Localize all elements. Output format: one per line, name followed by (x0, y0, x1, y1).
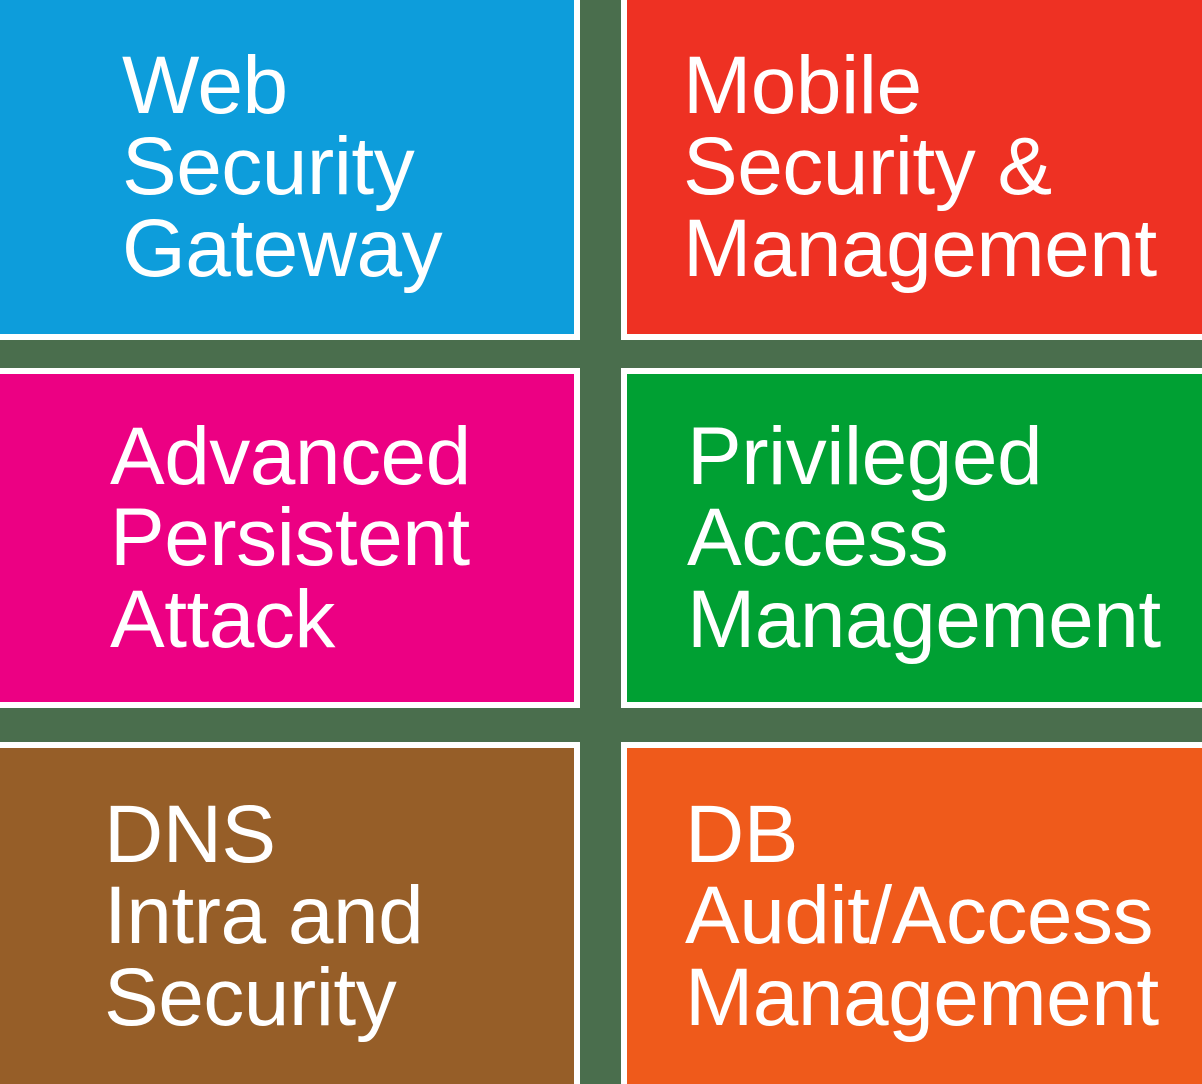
tile-dns-intra-security[interactable]: DNS Intra and Security (0, 742, 580, 1084)
tile-mobile-security-management[interactable]: Mobile Security & Management (621, 0, 1202, 340)
tile-advanced-persistent-attack[interactable]: Advanced Persistent Attack (0, 368, 580, 708)
tile-label-advanced-persistent-attack: Advanced Persistent Attack (110, 410, 471, 665)
tile-label-db-audit-access-management: DB Audit/Access Management (685, 788, 1159, 1043)
tile-label-mobile-security-management: Mobile Security & Management (683, 39, 1157, 294)
tile-web-security-gateway[interactable]: Web Security Gateway (0, 0, 580, 340)
tile-label-web-security-gateway: Web Security Gateway (122, 39, 443, 294)
tile-label-dns-intra-security: DNS Intra and Security (104, 788, 424, 1043)
tile-db-audit-access-management[interactable]: DB Audit/Access Management (621, 742, 1202, 1084)
tile-privileged-access-management[interactable]: Privileged Access Management (621, 368, 1202, 708)
tile-label-privileged-access-management: Privileged Access Management (687, 410, 1161, 665)
